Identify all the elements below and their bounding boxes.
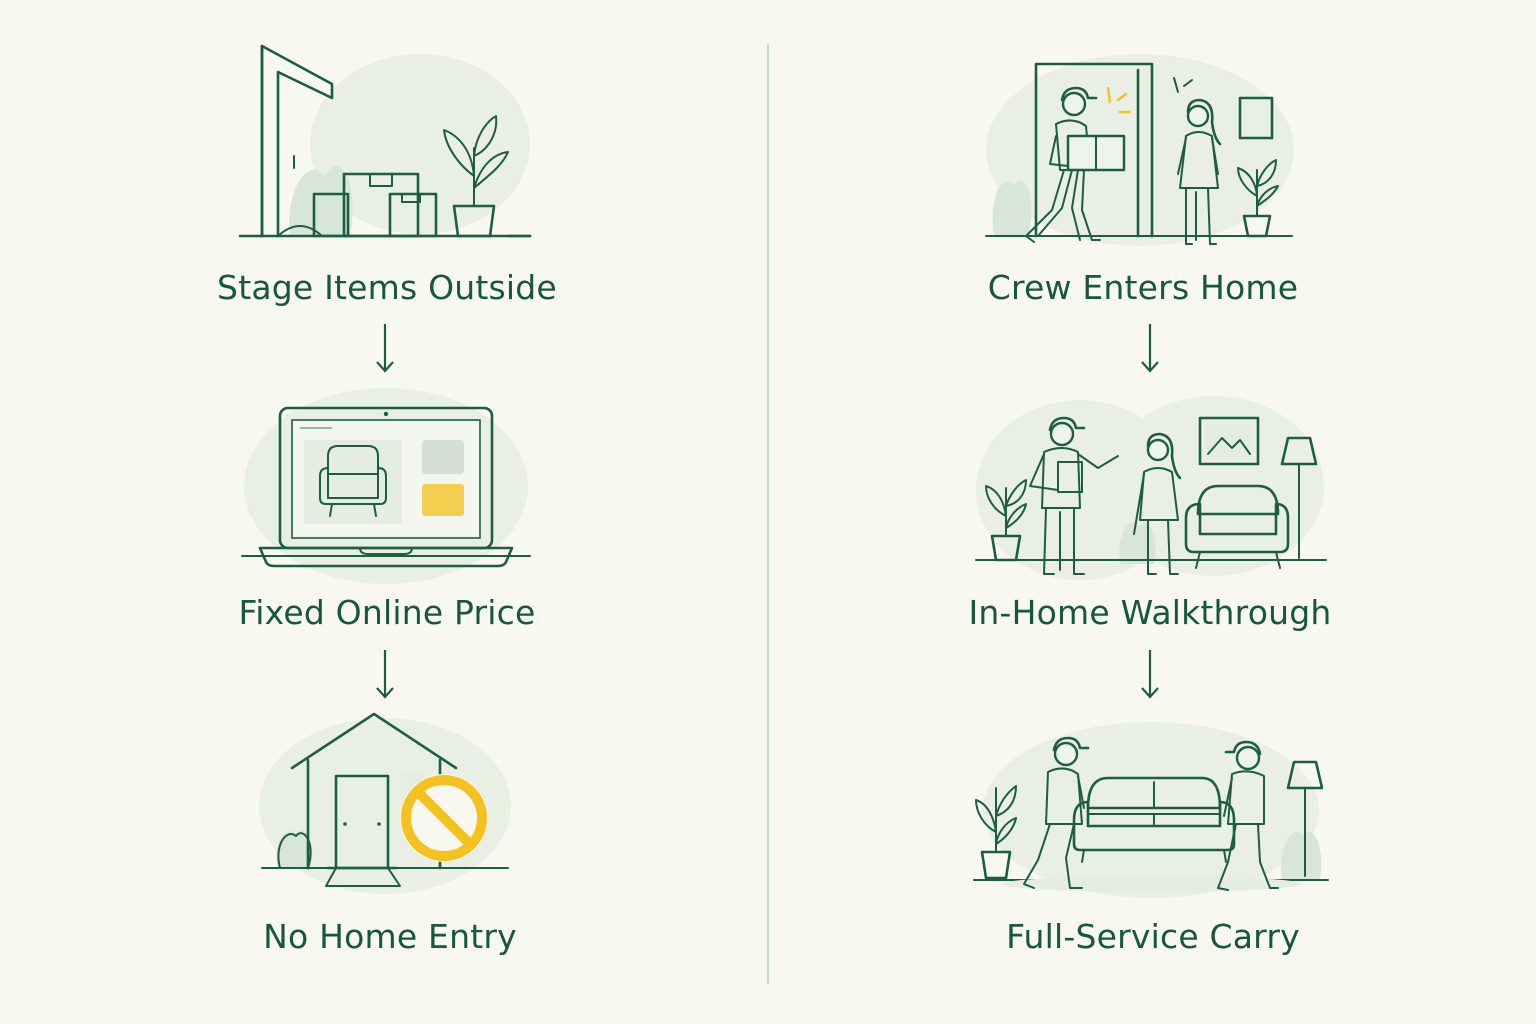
movers-carrying-sofa-icon [973,722,1329,898]
step-label-full-service-carry: Full-Service Carry [1006,917,1300,956]
step-label-in-home-walkthrough: In-Home Walkthrough [968,593,1332,632]
arrow-down-icon [376,324,394,373]
step-label-no-home-entry: No Home Entry [263,917,517,956]
house-no-entry-icon [259,712,511,894]
laptop-armchair-icon [241,388,531,584]
arrow-down-icon [1141,650,1159,699]
mover-talking-customer-icon [975,396,1327,580]
arrow-down-icon [376,650,394,699]
door-boxes-plant-icon [238,44,532,238]
step-label-crew-enters-home: Crew Enters Home [987,268,1299,307]
arrow-down-icon [1141,324,1159,373]
step-label-stage-items-outside: Stage Items Outside [217,268,557,307]
column-divider [767,44,769,984]
step-label-fixed-online-price: Fixed Online Price [238,593,536,632]
mover-delivering-box-icon [985,54,1294,246]
